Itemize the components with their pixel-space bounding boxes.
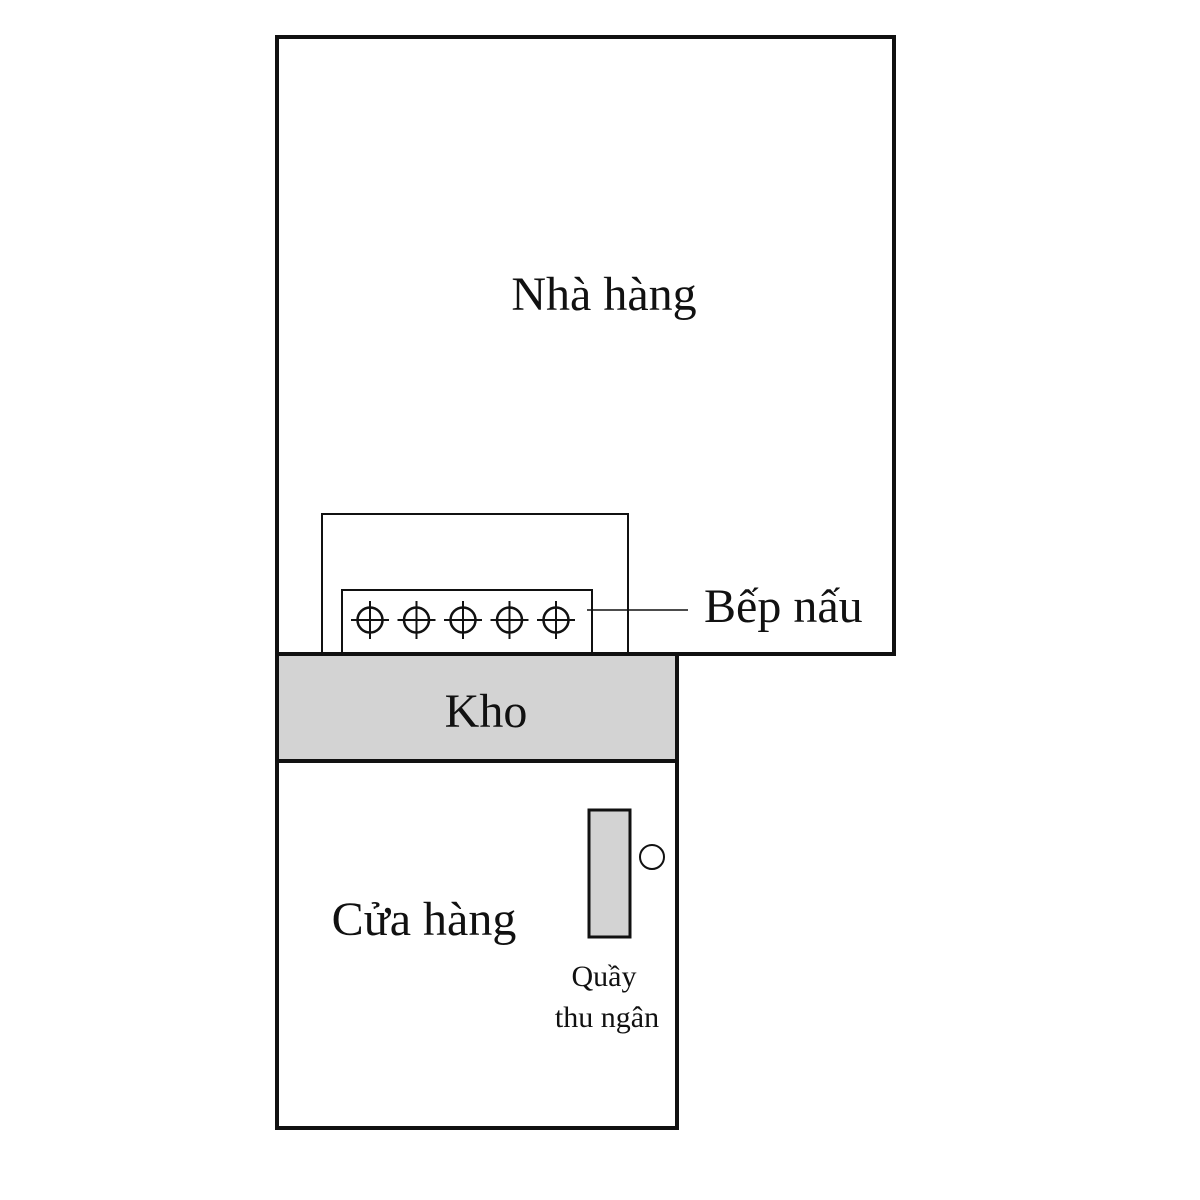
cashier-label-line1: Quầy <box>572 960 637 993</box>
kitchen-label: Bếp nấu <box>704 580 863 633</box>
burner-icon <box>351 601 389 639</box>
burner-icon <box>444 601 482 639</box>
restaurant-label: Nhà hàng <box>511 268 696 321</box>
cashier-seat <box>639 844 665 870</box>
shop-label: Cửa hàng <box>332 893 517 946</box>
storage-label: Kho <box>445 685 528 738</box>
stove-burners <box>351 601 575 639</box>
stove <box>341 589 593 655</box>
burner-icon <box>397 601 436 639</box>
burner-icon <box>537 601 575 639</box>
cashier-label-line2: thu ngân <box>555 1001 659 1034</box>
burner-icon <box>490 601 529 639</box>
cashier-counter <box>587 808 632 939</box>
